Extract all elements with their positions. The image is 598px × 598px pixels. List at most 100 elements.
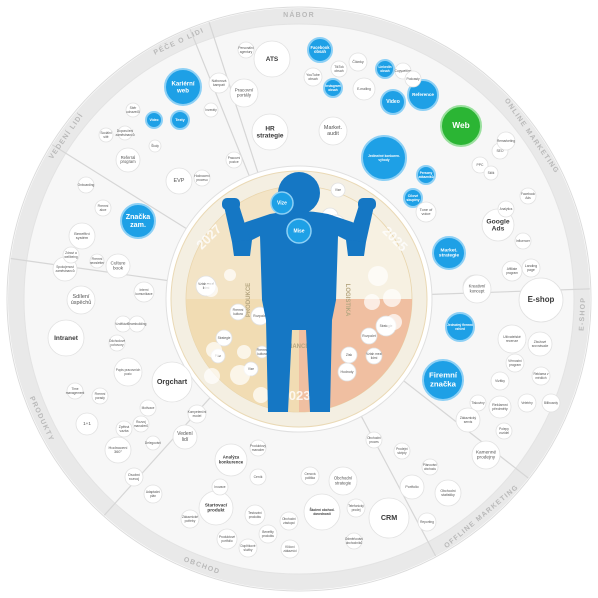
bubble-skoly[interactable]: Školy <box>148 139 162 153</box>
bubble-inovace[interactable]: Inovace <box>211 478 229 496</box>
bubble-influencer[interactable]: Influencer <box>514 232 532 250</box>
bubble-intranet[interactable]: Intranet <box>47 319 85 357</box>
bubble-vizitky[interactable]: Vizitky <box>490 371 510 391</box>
bubble-vzdelavani[interactable]: Vzdělávání <box>114 315 132 333</box>
bubble-1-1[interactable]: 1+1 <box>75 412 99 436</box>
bubble-reporting[interactable]: Reporting <box>417 512 437 532</box>
bubble-video[interactable]: Video <box>145 111 163 129</box>
bubble-delegovani[interactable]: Delegování <box>145 435 161 451</box>
bubble-motivace[interactable]: Motivace <box>139 399 157 417</box>
bubble-sklik[interactable]: Sklik <box>483 165 499 181</box>
figure-bubble-mise[interactable]: Mise <box>286 218 312 244</box>
bubble-strategie[interactable]: Strategie <box>215 329 233 347</box>
bubble-ppc[interactable]: PPC <box>471 156 489 174</box>
bubble-clanky[interactable]: Články <box>348 52 368 72</box>
bubble-ats[interactable]: ATS <box>253 40 291 78</box>
bubble-onboarding[interactable]: Onboarding <box>77 176 95 194</box>
bubble-remarketing[interactable]: Remarketing <box>496 131 516 151</box>
bubble-podcasty[interactable]: Podcasty <box>404 70 422 88</box>
bubble-vize[interactable]: Vize <box>330 182 346 198</box>
bubble-analytics[interactable]: Analytics <box>497 200 515 218</box>
bubble-market-audit[interactable]: Market.audit <box>318 116 348 146</box>
figure-bubble-vize[interactable]: Vize <box>270 191 294 215</box>
bubble-inzeraty[interactable]: Inzeráty <box>203 102 219 118</box>
bubble-hodnoty[interactable]: Hodnoty <box>337 362 357 382</box>
bubble-reference[interactable]: Reference <box>407 79 439 111</box>
bubble-e-shop[interactable]: E-shop <box>518 277 564 323</box>
bubble-cenik[interactable]: Ceník <box>249 468 267 486</box>
bubble-billboardy[interactable]: Billboardy <box>541 393 561 413</box>
bubble-veletrhy[interactable]: Veletrhy <box>517 393 537 413</box>
bubble-web[interactable]: Web <box>440 105 482 147</box>
bubble-video[interactable]: Video <box>380 89 406 115</box>
bubble-portfolio[interactable]: Portfolio <box>399 474 425 500</box>
bubble-crm[interactable]: CRM <box>368 497 410 539</box>
bubble-teambuilding[interactable]: Teambuilding <box>128 315 147 333</box>
bubble-rozpocet[interactable]: Rozpočet <box>360 327 378 345</box>
bubble-jedinecne-konkuren-vyhody[interactable]: Jedinečné konkuren.výhody <box>361 135 407 181</box>
bubble-evp[interactable]: EVP <box>165 167 193 195</box>
